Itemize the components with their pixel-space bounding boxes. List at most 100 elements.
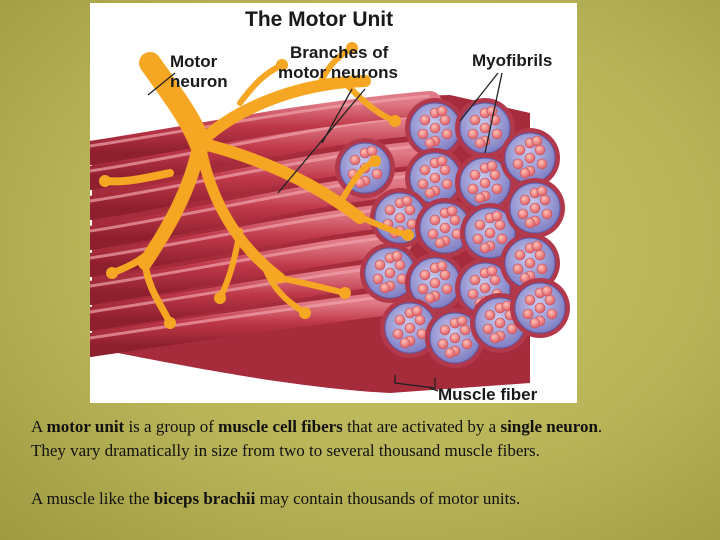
term-muscle-cell-fibers: muscle cell fibers: [218, 417, 343, 436]
myofibril: [442, 129, 452, 139]
myofibril: [440, 325, 450, 335]
myofibril: [468, 289, 478, 299]
myofibril: [532, 136, 542, 146]
myofibril: [487, 106, 497, 116]
myofibril: [542, 286, 552, 296]
myofibril: [490, 333, 500, 343]
myofibril: [438, 339, 448, 349]
myofibril: [542, 209, 552, 219]
myofibril: [428, 229, 438, 239]
myofibril: [475, 220, 485, 230]
myofibril: [425, 138, 435, 148]
myofibril: [415, 315, 425, 325]
myofibril: [520, 168, 530, 178]
caption-text-run: may contain thousands of motor units.: [255, 489, 520, 508]
myofibril: [537, 186, 547, 196]
myofibril: [367, 146, 377, 156]
myofibril: [480, 283, 490, 293]
myofibril: [470, 115, 480, 125]
caption-text-run: .: [598, 417, 602, 436]
myofibril: [480, 178, 490, 188]
myofibril: [520, 195, 530, 205]
myofibril: [487, 266, 497, 276]
caption-text-run: A muscle like the: [31, 489, 154, 508]
myofibril: [473, 234, 483, 244]
myofibril: [420, 165, 430, 175]
myofibril: [425, 293, 435, 303]
caption-text-run: that are activated by a: [343, 417, 501, 436]
myofibril: [395, 213, 405, 223]
myofibril: [430, 173, 440, 183]
myofibril: [420, 115, 430, 125]
myofibril: [540, 195, 550, 205]
motor-unit-diagram: The Motor Unit Motor neuron Branches of …: [90, 3, 577, 403]
myofibril: [440, 270, 450, 280]
myofibril: [392, 251, 402, 261]
myofibril: [385, 205, 395, 215]
myofibril: [495, 318, 505, 328]
myofibril: [513, 264, 523, 274]
caption-paragraph-3: A muscle like the biceps brachii may con…: [31, 487, 671, 511]
myofibril: [492, 129, 502, 139]
term-biceps-brachii: biceps brachii: [154, 489, 256, 508]
myofibril: [470, 170, 480, 180]
myofibril: [447, 206, 457, 216]
label-branches-line1: Branches of: [290, 43, 389, 62]
myofibril: [373, 274, 383, 284]
myofibril: [405, 205, 415, 215]
myofibril: [418, 129, 428, 139]
myofibril: [547, 309, 557, 319]
term-single-neuron: single neuron: [500, 417, 597, 436]
fascicle: [510, 278, 570, 338]
myofibril: [507, 324, 517, 334]
myofibril: [530, 318, 540, 328]
myofibril: [490, 170, 500, 180]
figure-title: The Motor Unit: [245, 8, 393, 31]
term-motor-unit: motor unit: [47, 417, 125, 436]
caption-paragraph-2: They vary dramatically in size from two …: [31, 439, 671, 463]
myofibril: [462, 339, 472, 349]
myofibril: [372, 169, 382, 179]
myofibril: [437, 156, 447, 166]
myofibril: [513, 159, 523, 169]
myofibril: [535, 303, 545, 313]
motor-unit-illustration: The Motor Unit Motor neuron Branches of …: [90, 3, 577, 403]
myofibril: [440, 115, 450, 125]
myofibril: [495, 220, 505, 230]
myofibril: [395, 315, 405, 325]
myofibril: [525, 258, 535, 268]
myofibril: [418, 179, 428, 189]
myofibril: [440, 165, 450, 175]
caption-text-run: A: [31, 417, 47, 436]
myofibril: [525, 295, 535, 305]
myofibril: [518, 209, 528, 219]
myofibril: [475, 138, 485, 148]
myofibril: [442, 179, 452, 189]
myofibril: [492, 184, 502, 194]
myofibril: [440, 223, 450, 233]
label-myofibrils: Myofibrils: [472, 51, 552, 70]
myofibril: [350, 155, 360, 165]
myofibril: [515, 250, 525, 260]
label-branches-line2: motor neurons: [278, 63, 398, 82]
myofibril: [442, 284, 452, 294]
myofibril: [537, 264, 547, 274]
myofibril: [485, 310, 495, 320]
myofibril: [497, 234, 507, 244]
caption-paragraph-1: A motor unit is a group of muscle cell f…: [31, 415, 671, 439]
myofibril: [480, 123, 490, 133]
myofibril: [532, 241, 542, 251]
myofibril: [395, 260, 405, 270]
myofibril: [530, 203, 540, 213]
caption-spacer: [31, 463, 671, 487]
myofibril: [430, 215, 440, 225]
myofibril: [475, 193, 485, 203]
myofibril: [400, 338, 410, 348]
fascicle: [505, 178, 565, 238]
myofibril: [393, 329, 403, 339]
myofibril: [523, 309, 533, 319]
myofibril: [385, 268, 395, 278]
caption-text-run: is a group of: [124, 417, 218, 436]
myofibril: [545, 295, 555, 305]
myofibril: [457, 316, 467, 326]
